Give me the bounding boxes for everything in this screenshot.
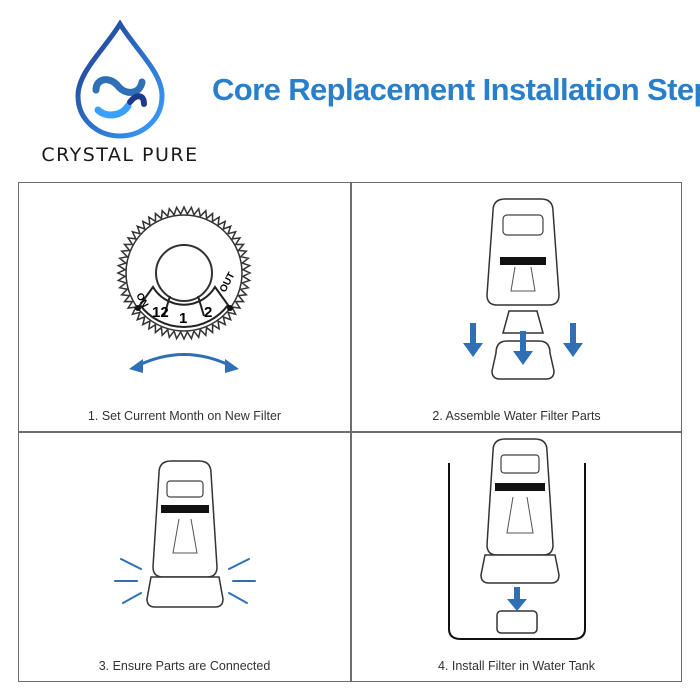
dial-number-2: 2 xyxy=(204,304,212,321)
step-panel-2: 2. Assemble Water Filter Parts xyxy=(351,183,682,431)
dial-on-dot xyxy=(135,305,141,311)
steps-grid: 12 1 2 ON OUT 1. Set Current Month on Ne… xyxy=(18,182,682,682)
dial-number-12: 12 xyxy=(152,304,169,321)
step-panel-1: 12 1 2 ON OUT 1. Set Current Month on Ne… xyxy=(19,183,350,431)
filter-assembly-icon xyxy=(463,198,583,380)
step-caption-4: 4. Install Filter in Water Tank xyxy=(437,659,595,673)
step-caption-2: 2. Assemble Water Filter Parts xyxy=(432,409,601,423)
brand-name: CRYSTAL PURE xyxy=(41,144,199,166)
brand-logo: CRYSTAL PURE xyxy=(30,20,210,170)
dial-number-1: 1 xyxy=(179,310,187,327)
tank-install-icon xyxy=(448,438,586,640)
click-sound-lines-icon xyxy=(114,558,256,604)
water-tank-icon xyxy=(448,463,586,640)
step-caption-3: 3. Ensure Parts are Connected xyxy=(98,659,271,673)
month-dial-icon: 12 1 2 ON OUT xyxy=(116,205,252,373)
down-arrow-icon xyxy=(513,351,533,365)
rotate-arrow-icon xyxy=(136,353,232,368)
header: CRYSTAL PURE Core Replacement Installati… xyxy=(0,0,700,180)
step-caption-1: 1. Set Current Month on New Filter xyxy=(87,409,282,423)
down-arrow-icon xyxy=(507,599,527,611)
down-arrow-icon xyxy=(563,343,583,357)
grid-divider-horizontal xyxy=(19,431,681,433)
water-drop-logo-icon xyxy=(75,20,165,139)
step-panel-3: 3. Ensure Parts are Connected xyxy=(19,433,350,681)
step-panel-4: 4. Install Filter in Water Tank xyxy=(351,433,682,681)
dial-out-dot xyxy=(227,305,233,311)
page-title: Core Replacement Installation Steps xyxy=(212,72,700,107)
connected-filter-icon xyxy=(114,460,256,608)
down-arrow-icon xyxy=(463,343,483,357)
